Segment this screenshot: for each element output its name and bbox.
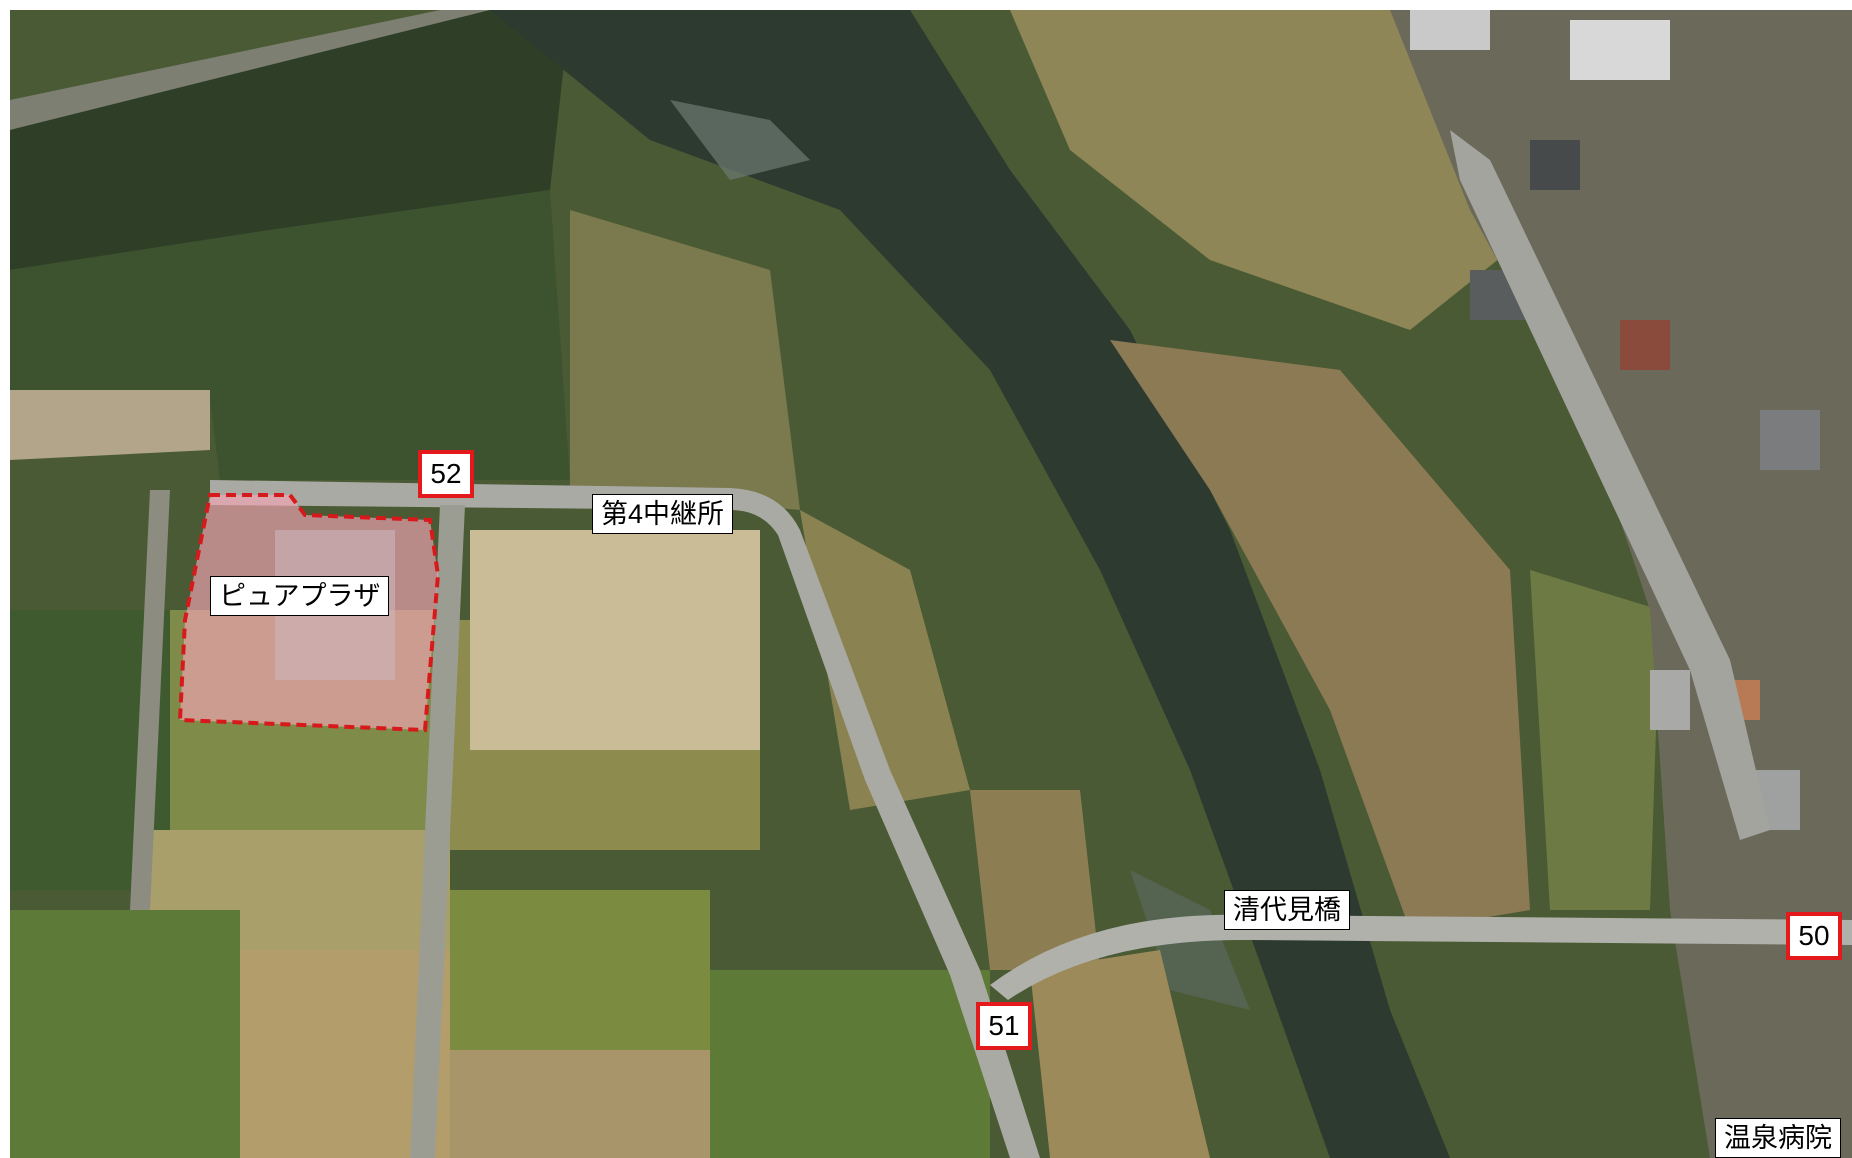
relay-station-label: 第4中継所 xyxy=(592,494,734,534)
field-right-green xyxy=(1530,570,1660,910)
field-bottom-mid xyxy=(1030,950,1210,1158)
field-right xyxy=(1110,340,1530,930)
river xyxy=(490,10,1450,1158)
marker-50[interactable]: 50 xyxy=(1786,912,1842,960)
field-middle-lower xyxy=(970,790,1100,970)
field-h xyxy=(710,970,990,1158)
bridge-road xyxy=(990,914,1852,1000)
road-right xyxy=(1450,130,1770,840)
bridge-label: 清代見橋 xyxy=(1224,890,1350,930)
field-d xyxy=(10,910,240,1158)
hillside-forest xyxy=(10,190,570,480)
road-left-vertical xyxy=(410,505,465,1158)
marker-51[interactable]: 51 xyxy=(976,1002,1032,1050)
field-g xyxy=(450,1050,750,1158)
field-f xyxy=(450,890,710,1050)
field-middle xyxy=(800,510,970,810)
road-main xyxy=(210,480,1040,1158)
residential-area xyxy=(1390,10,1852,1158)
cleared-lot xyxy=(10,390,210,460)
aerial-map[interactable]: ピュアプラザ 第4中継所 清代見橋 温泉病院 52 51 50 xyxy=(10,10,1852,1158)
hospital-label: 温泉病院 xyxy=(1715,1118,1841,1158)
forest-area xyxy=(10,10,570,270)
facility-label: ピュアプラザ xyxy=(210,576,390,616)
field-upper xyxy=(1010,10,1510,330)
marker-52[interactable]: 52 xyxy=(418,450,474,498)
field-bare xyxy=(470,530,760,750)
field-middle-upper xyxy=(570,210,800,510)
